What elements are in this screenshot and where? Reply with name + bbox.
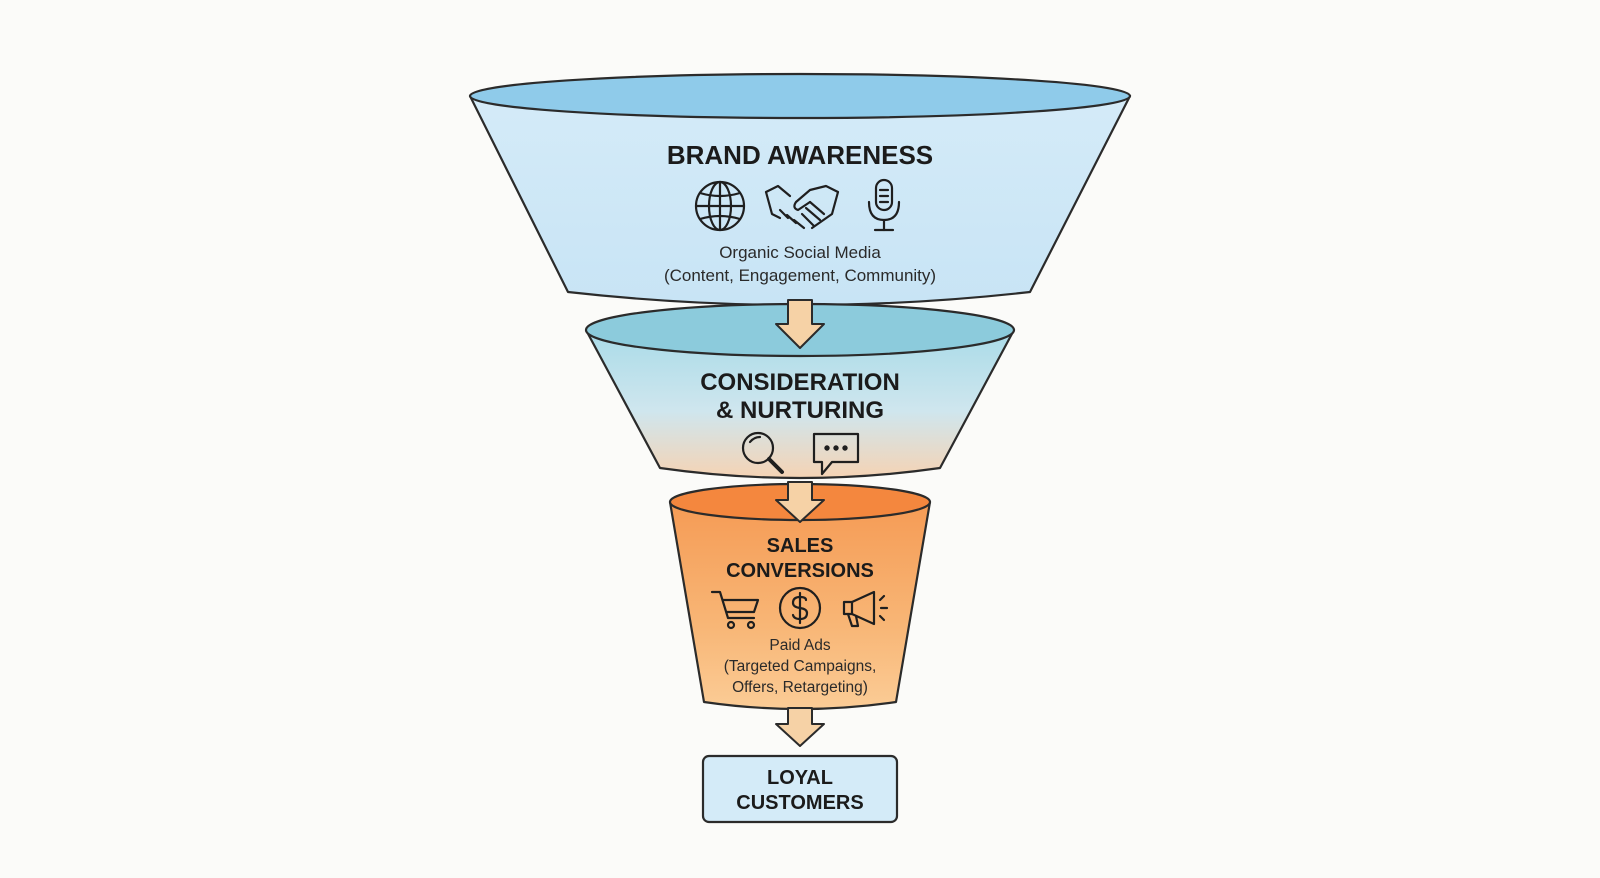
stage-3-title-line-2: CONVERSIONS [726,560,874,582]
arrow-awareness-to-consideration [775,299,825,349]
shopping-cart-icon [710,590,760,630]
funnel-stage-sales-conversions: SALES CONVERSIONS Paid Ads (Targeted Cam… [668,482,932,711]
megaphone-icon [842,590,889,628]
stage-1-rim [468,72,1132,120]
loyal-customers-line-2: CUSTOMERS [736,792,863,814]
stage-2-title-line-2: & NURTURING [716,397,884,424]
stage-3-caption-line-2: (Targeted Campaigns, [724,658,877,675]
stage-3-caption-line-3: Offers, Retargeting) [732,679,868,696]
chat-bubble-icon [812,432,860,476]
arrow-sales-to-loyal-customers [775,707,825,747]
stage-1-title: BRAND AWARENESS [667,140,933,170]
arrow-consideration-to-sales [775,481,825,523]
loyal-customers-box: LOYAL CUSTOMERS [701,754,899,824]
handshake-icon [764,184,840,230]
stage-3-caption-line-1: Paid Ads [769,637,830,654]
microphone-icon [867,178,901,232]
flow-arrows [775,299,825,747]
stage-3-title-line-1: SALES [767,535,834,557]
globe-icon [694,180,746,232]
stage-1-caption-line-2: (Content, Engagement, Community) [664,266,936,285]
stage-1-caption-line-1: Organic Social Media [719,243,881,262]
stage-2-title-line-1: CONSIDERATION [700,369,900,396]
loyal-customers-line-1: LOYAL [767,767,833,789]
magnifying-glass-icon [741,431,784,474]
funnel-stage-brand-awareness: BRAND AWARENESS [468,72,1132,307]
dollar-coin-icon [778,586,822,630]
stage-2-body [584,328,1016,480]
